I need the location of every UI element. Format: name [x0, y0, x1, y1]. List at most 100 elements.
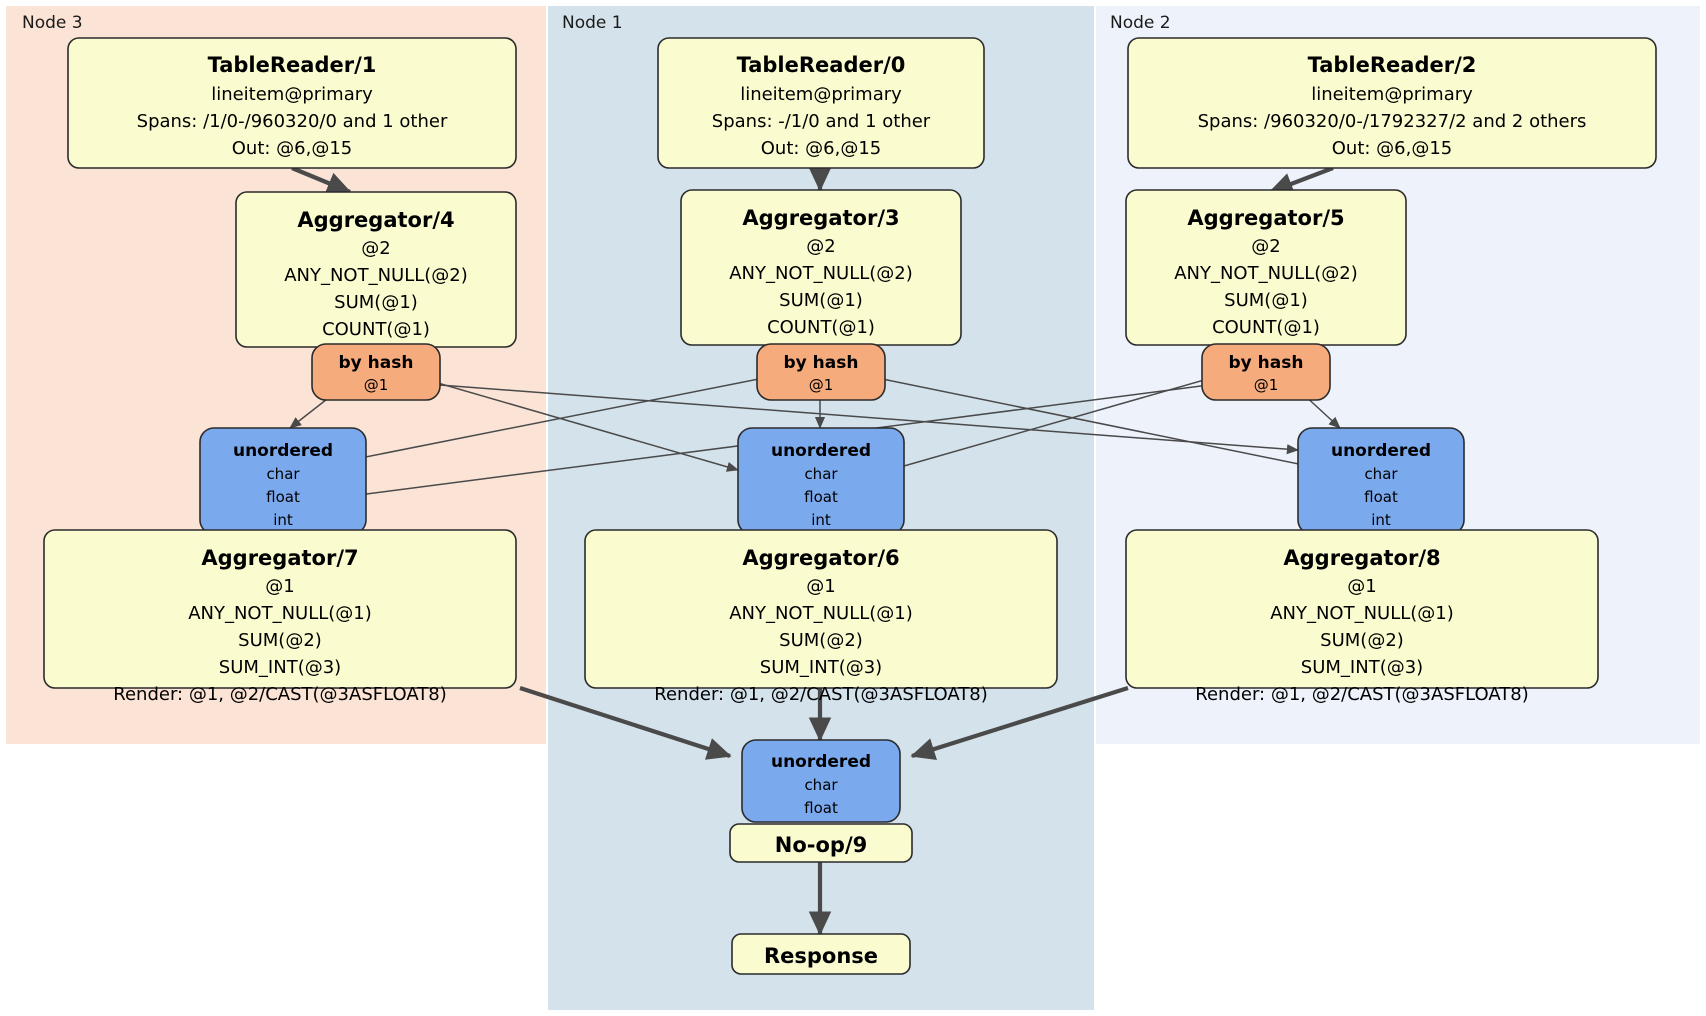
tablereader-1-box[interactable] [67, 37, 517, 169]
aggregator-4-line-0: @2 [361, 238, 390, 259]
noop-9-title: No-op/9 [775, 833, 867, 857]
tablereader-0-line-2: Out: @6,@15 [761, 138, 882, 159]
edge-aggregator7-unorderedfinal [519, 686, 732, 760]
byhash-right-line-0: @1 [1254, 376, 1279, 394]
aggregator-8-line-4: Render: @1, @2/CAST(@3ASFLOAT8) [1195, 684, 1528, 705]
byhash-center-box[interactable] [756, 343, 886, 401]
cluster-node1-label: Node 1 [562, 13, 623, 33]
unordered-right-line-1: float [1364, 488, 1398, 506]
edge-aggregator8-unorderedfinal [910, 685, 1129, 761]
response-title: Response [764, 944, 878, 968]
unordered-final-title: unordered [771, 752, 871, 772]
aggregator-8-line-0: @1 [1347, 576, 1376, 597]
edge-hashC-unorderedR [847, 371, 1329, 473]
aggregator-7-box[interactable] [43, 529, 517, 689]
tablereader-2-line-1: Spans: /960320/0-/1792327/2 and 2 others [1198, 111, 1587, 132]
aggregator-6-title: Aggregator/6 [742, 546, 899, 570]
aggregator-4-line-3: COUNT(@1) [322, 319, 430, 340]
tablereader-1-line-0: lineitem@primary [211, 84, 373, 105]
noop-9-box[interactable] [729, 823, 913, 863]
byhash-right-box[interactable] [1201, 343, 1331, 401]
aggregator-6-line-4: Render: @1, @2/CAST(@3ASFLOAT8) [654, 684, 987, 705]
node-aggregator-5[interactable]: Aggregator/5 @2 ANY_NOT_NULL(@2) SUM(@1)… [1125, 189, 1407, 346]
tablereader-1-line-2: Out: @6,@15 [232, 138, 353, 159]
aggregator-3-title: Aggregator/3 [742, 206, 899, 230]
aggregator-6-line-3: SUM_INT(@3) [760, 657, 882, 678]
aggregator-6-line-2: SUM(@2) [779, 630, 863, 651]
edge-hashC-unorderedL [299, 371, 795, 473]
aggregator-8-title: Aggregator/8 [1283, 546, 1440, 570]
node-tablereader-1[interactable]: TableReader/1 lineitem@primary Spans: /1… [67, 37, 517, 169]
aggregator-7-line-2: SUM(@2) [238, 630, 322, 651]
aggregator-7-line-3: SUM_INT(@3) [219, 657, 341, 678]
node-unordered-final[interactable]: unordered char float [741, 739, 901, 823]
aggregator-6-line-0: @1 [806, 576, 835, 597]
aggregator-6-line-1: ANY_NOT_NULL(@1) [729, 603, 913, 624]
unordered-left-title: unordered [233, 441, 333, 461]
node-response[interactable]: Response [731, 933, 911, 975]
node-byhash-left[interactable]: by hash @1 [311, 343, 441, 401]
node-unordered-center[interactable]: unordered char float int [737, 427, 905, 535]
tablereader-1-line-1: Spans: /1/0-/960320/0 and 1 other [137, 111, 448, 132]
edge-hashR-unorderedC [889, 371, 1233, 472]
aggregator-8-line-3: SUM_INT(@3) [1301, 657, 1423, 678]
aggregator-5-line-3: COUNT(@1) [1212, 317, 1320, 338]
tablereader-0-box[interactable] [657, 37, 985, 169]
aggregator-5-title: Aggregator/5 [1187, 206, 1344, 230]
unordered-right-line-0: char [1364, 465, 1398, 483]
unordered-center-line-0: char [804, 465, 838, 483]
aggregator-5-line-2: SUM(@1) [1224, 290, 1308, 311]
node-unordered-left[interactable]: unordered char float int [199, 427, 367, 535]
aggregator-5-line-0: @2 [1251, 236, 1280, 257]
unordered-left-line-1: float [266, 488, 300, 506]
node-tablereader-0[interactable]: TableReader/0 lineitem@primary Spans: -/… [657, 37, 985, 169]
byhash-center-line-0: @1 [809, 376, 834, 394]
aggregator-3-line-3: COUNT(@1) [767, 317, 875, 338]
unordered-final-box[interactable] [741, 739, 901, 823]
aggregator-4-line-1: ANY_NOT_NULL(@2) [284, 265, 468, 286]
cluster-node2-label: Node 2 [1110, 13, 1171, 33]
aggregator-7-line-0: @1 [265, 576, 294, 597]
aggregator-7-line-1: ANY_NOT_NULL(@1) [188, 603, 372, 624]
byhash-left-title: by hash [339, 353, 414, 373]
unordered-left-line-2: int [273, 511, 293, 529]
aggregator-3-line-2: SUM(@1) [779, 290, 863, 311]
edge-tablereader1-aggregator4 [291, 166, 352, 194]
tablereader-2-line-0: lineitem@primary [1311, 84, 1473, 105]
aggregator-4-line-2: SUM(@1) [334, 292, 418, 313]
tablereader-1-title: TableReader/1 [208, 53, 377, 77]
unordered-right-title: unordered [1331, 441, 1431, 461]
node-noop-9[interactable]: No-op/9 [729, 823, 913, 863]
cluster-node3-label: Node 3 [22, 13, 83, 33]
aggregator-8-line-2: SUM(@2) [1320, 630, 1404, 651]
node-aggregator-4[interactable]: Aggregator/4 @2 ANY_NOT_NULL(@2) SUM(@1)… [235, 191, 517, 348]
byhash-left-box[interactable] [311, 343, 441, 401]
tablereader-0-line-0: lineitem@primary [740, 84, 902, 105]
edge-hashL-unorderedR [399, 381, 1299, 455]
unordered-right-line-2: int [1371, 511, 1391, 529]
unordered-left-line-0: char [266, 465, 300, 483]
aggregator-6-box[interactable] [584, 529, 1058, 689]
aggregator-3-line-1: ANY_NOT_NULL(@2) [729, 263, 913, 284]
node-aggregator-7[interactable]: Aggregator/7 @1 ANY_NOT_NULL(@1) SUM(@2)… [43, 529, 517, 705]
node-tablereader-2[interactable]: TableReader/2 lineitem@primary Spans: /9… [1127, 37, 1657, 169]
tablereader-2-box[interactable] [1127, 37, 1657, 169]
aggregator-4-title: Aggregator/4 [297, 208, 454, 232]
node-aggregator-3[interactable]: Aggregator/3 @2 ANY_NOT_NULL(@2) SUM(@1)… [680, 189, 962, 346]
aggregator-8-box[interactable] [1125, 529, 1599, 689]
response-box[interactable] [731, 933, 911, 975]
node-aggregator-8[interactable]: Aggregator/8 @1 ANY_NOT_NULL(@1) SUM(@2)… [1125, 529, 1599, 705]
unordered-center-line-2: int [811, 511, 831, 529]
unordered-center-title: unordered [771, 441, 871, 461]
tablereader-0-line-1: Spans: -/1/0 and 1 other [712, 111, 931, 132]
node-byhash-right[interactable]: by hash @1 [1201, 343, 1331, 401]
node-unordered-right[interactable]: unordered char float int [1297, 427, 1465, 535]
tablereader-2-line-2: Out: @6,@15 [1332, 138, 1453, 159]
byhash-center-title: by hash [784, 353, 859, 373]
tablereader-0-title: TableReader/0 [737, 53, 906, 77]
edge-tablereader2-aggregator5 [1268, 166, 1334, 195]
node-aggregator-6[interactable]: Aggregator/6 @1 ANY_NOT_NULL(@1) SUM(@2)… [584, 529, 1058, 705]
node-byhash-center[interactable]: by hash @1 [756, 343, 886, 401]
unordered-final-line-0: char [804, 776, 838, 794]
